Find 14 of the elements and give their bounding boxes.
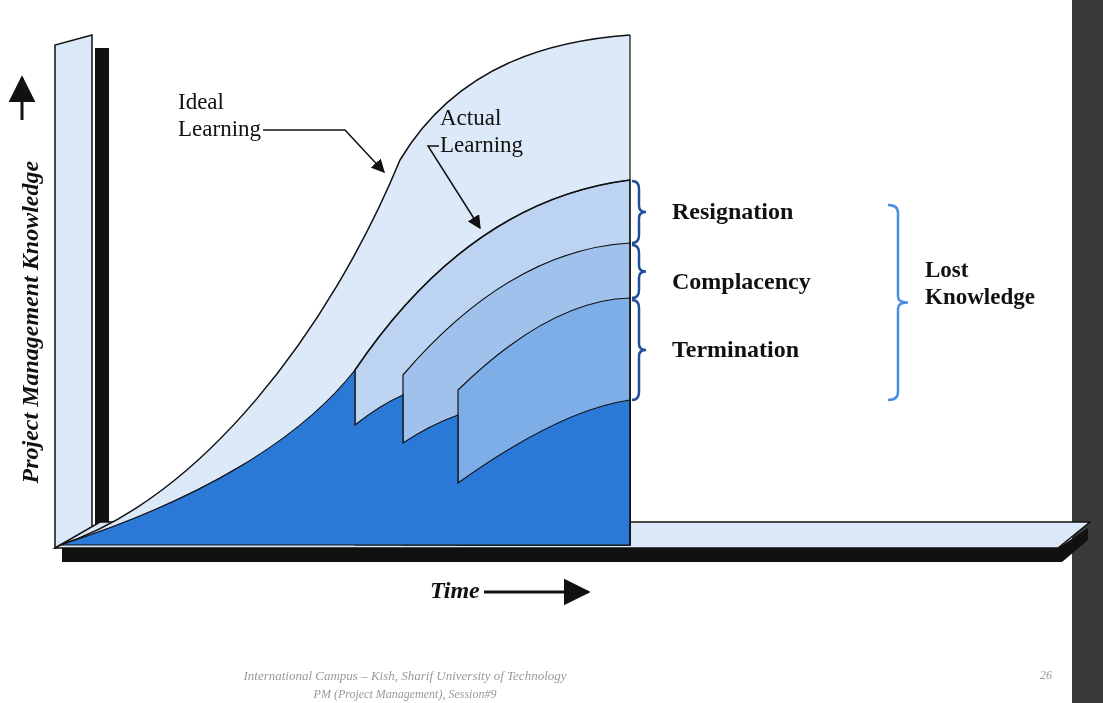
label: Termination — [672, 336, 800, 363]
callout-label: Ideal Learning — [178, 88, 261, 142]
callout-label: Actual Learning — [440, 104, 523, 158]
axis-title: Project Management Knowledge — [16, 163, 44, 484]
axis-title: Time — [430, 577, 480, 604]
label: Resignation — [672, 198, 794, 225]
leader-line — [426, 145, 481, 230]
leader-line — [262, 129, 385, 173]
footer-text: PM (Project Management), Session#9 — [312, 687, 498, 702]
footer-text: International Campus – Kish, Sharif University of Technology — [242, 668, 568, 684]
label: Complacency — [672, 268, 811, 295]
label: Lost Knowledge — [925, 256, 1036, 310]
page-number: 26 — [1040, 668, 1052, 683]
ideal-learning-curve — [59, 34, 631, 546]
